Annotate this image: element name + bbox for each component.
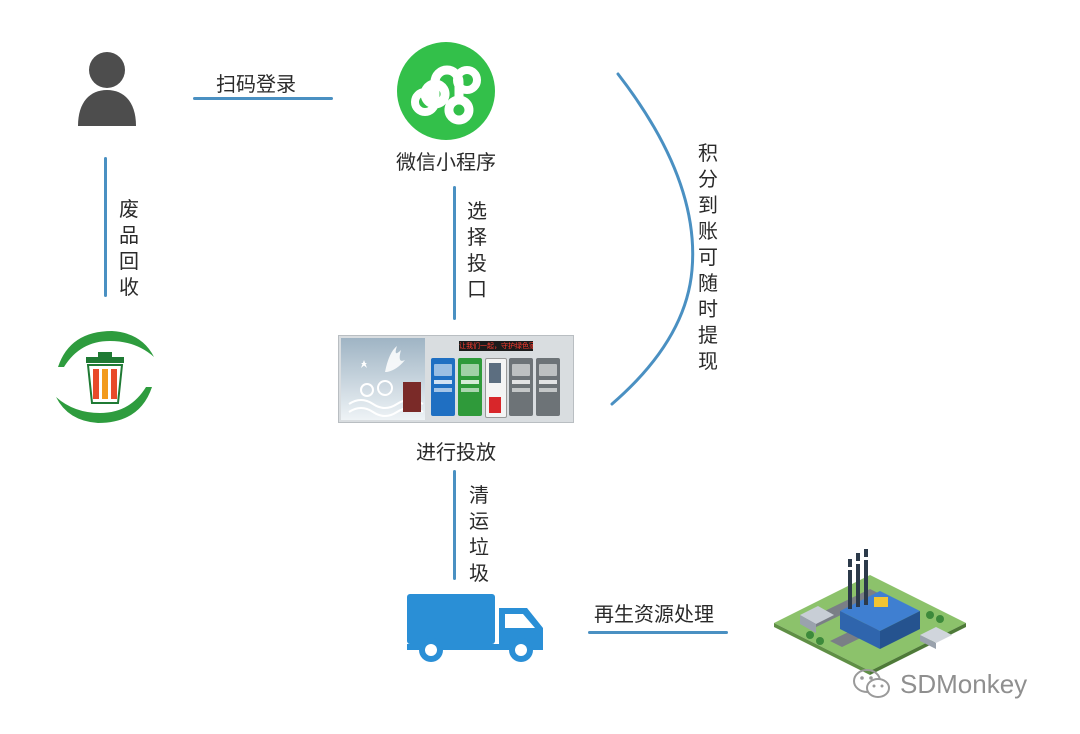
points-to-account-label: 积分到账可随时提现	[698, 141, 718, 373]
connector-miniprogram-to-machine	[453, 186, 456, 320]
scan-login-label: 扫码登录	[216, 72, 296, 96]
make-deposit-label: 进行投放	[416, 440, 496, 464]
wechat-miniprogram-icon[interactable]	[397, 42, 495, 140]
bin-center-screen[interactable]	[485, 358, 507, 418]
bin-green[interactable]	[458, 358, 482, 416]
connector-user-to-miniprogram	[193, 97, 333, 100]
smart-recycling-machine: 让我们一起，守护绿色家园	[338, 335, 574, 423]
watermark-text: SDMonkey	[900, 668, 1028, 699]
renewable-processing-label: 再生资源处理	[594, 602, 714, 626]
machine-decor-panel	[341, 338, 425, 420]
recycling-factory-illustration	[770, 545, 970, 675]
points-arc	[600, 70, 710, 410]
user-icon	[76, 50, 138, 128]
bin-gray-1[interactable]	[509, 358, 533, 416]
connector-user-to-recycle	[104, 157, 107, 297]
bin-blue[interactable]	[431, 358, 455, 416]
truck-icon	[405, 592, 547, 664]
machine-led-display: 让我们一起，守护绿色家园	[459, 341, 533, 351]
connector-truck-to-factory	[588, 631, 728, 634]
wechat-logo-icon	[852, 667, 892, 701]
recycle-bin-logo	[50, 327, 160, 427]
select-bin-label: 选择投口	[467, 199, 487, 301]
watermark: SDMonkey	[852, 664, 1027, 704]
bin-gray-2[interactable]	[536, 358, 560, 416]
mini-program-label: 微信小程序	[396, 150, 496, 174]
connector-machine-to-truck	[453, 470, 456, 580]
waste-recycling-label: 废品回收	[119, 197, 139, 299]
clear-garbage-label: 清运垃圾	[469, 483, 489, 585]
